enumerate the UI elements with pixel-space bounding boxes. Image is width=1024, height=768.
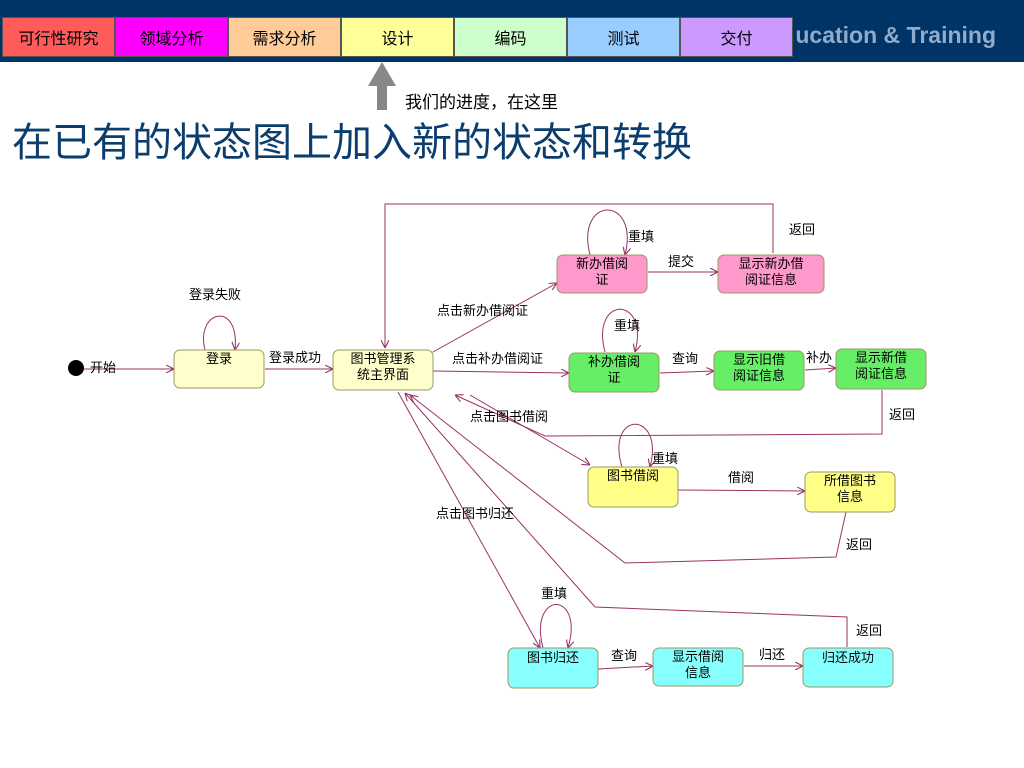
label-login-fail: 登录失败	[189, 288, 241, 303]
svg-text:图书归还: 图书归还	[527, 651, 579, 666]
label-click-reissue: 点击补办借阅证	[452, 352, 543, 367]
label-refill-return: 重填	[541, 586, 567, 602]
state-show-new-card-info[interactable]: 显示新借 阅证信息	[835, 348, 927, 390]
svg-text:图书管理系: 图书管理系	[350, 352, 415, 367]
svg-text:补办借阅: 补办借阅	[588, 355, 640, 370]
svg-text:归还成功: 归还成功	[822, 651, 874, 666]
state-show-old-card[interactable]: 显示旧借 阅证信息	[713, 350, 805, 391]
transition-labels: 登录失败 登录成功 点击新办借阅证 点击补办借阅证 点击图书借阅 点击图书归还 …	[189, 223, 915, 664]
label-back-new-card: 返回	[789, 223, 815, 238]
state-main-ui[interactable]: 图书管理系 统主界面	[332, 349, 434, 391]
svg-text:显示借阅: 显示借阅	[672, 650, 724, 665]
start-node	[68, 360, 84, 376]
state-return-book[interactable]: 图书归还	[507, 647, 599, 689]
label-back-borrow: 返回	[846, 538, 872, 553]
state-new-card[interactable]: 新办借阅 证	[556, 254, 648, 294]
label-refill-reissue: 重填	[614, 318, 640, 334]
label-back-reissue: 返回	[889, 408, 915, 423]
label-query-return: 查询	[611, 649, 637, 664]
svg-text:信息: 信息	[685, 665, 711, 681]
svg-text:证: 证	[595, 273, 608, 288]
phase-domain-analysis[interactable]: 领域分析	[115, 17, 228, 57]
label-return: 归还	[759, 648, 785, 663]
state-borrowed-info[interactable]: 所借图书 信息	[804, 471, 896, 513]
phase-nav: 可行性研究 领域分析 需求分析 设计 编码 测试 交付	[2, 17, 793, 59]
label-submit: 提交	[668, 254, 694, 270]
progress-note: 我们的进度，在这里	[405, 93, 558, 113]
state-reissue-card[interactable]: 补办借阅 证	[568, 352, 660, 393]
svg-text:证: 证	[607, 371, 620, 386]
transition-lines	[84, 203, 883, 669]
label-click-return: 点击图书归还	[436, 507, 514, 522]
start-label: 开始	[90, 361, 116, 376]
svg-text:阅证信息: 阅证信息	[733, 368, 785, 384]
svg-text:统主界面: 统主界面	[357, 368, 409, 383]
label-click-new-card: 点击新办借阅证	[437, 303, 528, 319]
svg-text:阅证信息: 阅证信息	[745, 272, 797, 288]
state-borrow[interactable]: 图书借阅	[587, 466, 679, 508]
label-refill-borrow: 重填	[652, 451, 678, 467]
phase-coding[interactable]: 编码	[454, 17, 567, 57]
label-click-borrow: 点击图书借阅	[470, 410, 548, 425]
label-reissue: 补办	[806, 351, 832, 366]
phase-testing[interactable]: 测试	[567, 17, 680, 57]
svg-text:信息: 信息	[837, 489, 863, 505]
phase-design[interactable]: 设计	[341, 17, 454, 57]
label-borrow: 借阅	[728, 471, 754, 486]
state-show-borrow-info[interactable]: 显示借阅 信息	[652, 647, 744, 687]
label-refill-new-card: 重填	[628, 229, 654, 245]
brand-text: ucation & Training	[795, 22, 996, 48]
label-query-reissue: 查询	[672, 352, 698, 367]
label-back-return: 返回	[856, 624, 882, 639]
svg-text:显示新办借: 显示新办借	[738, 256, 803, 272]
svg-text:显示新借: 显示新借	[855, 350, 907, 366]
svg-text:图书借阅: 图书借阅	[607, 469, 659, 484]
state-return-ok[interactable]: 归还成功	[802, 647, 894, 688]
svg-text:所借图书: 所借图书	[824, 474, 876, 489]
svg-text:阅证信息: 阅证信息	[855, 366, 907, 382]
svg-text:显示旧借: 显示旧借	[733, 353, 785, 368]
label-login-success: 登录成功	[269, 351, 321, 366]
phase-feasibility[interactable]: 可行性研究	[2, 17, 115, 57]
svg-text:新办借阅: 新办借阅	[576, 256, 628, 272]
state-login[interactable]: 登录	[173, 349, 265, 389]
svg-text:登录: 登录	[206, 352, 232, 367]
phase-requirements[interactable]: 需求分析	[228, 17, 341, 57]
slide-title: 在已有的状态图上加入新的状态和转换	[12, 120, 692, 166]
state-show-new-card[interactable]: 显示新办借 阅证信息	[717, 254, 825, 294]
phase-delivery[interactable]: 交付	[680, 17, 793, 57]
